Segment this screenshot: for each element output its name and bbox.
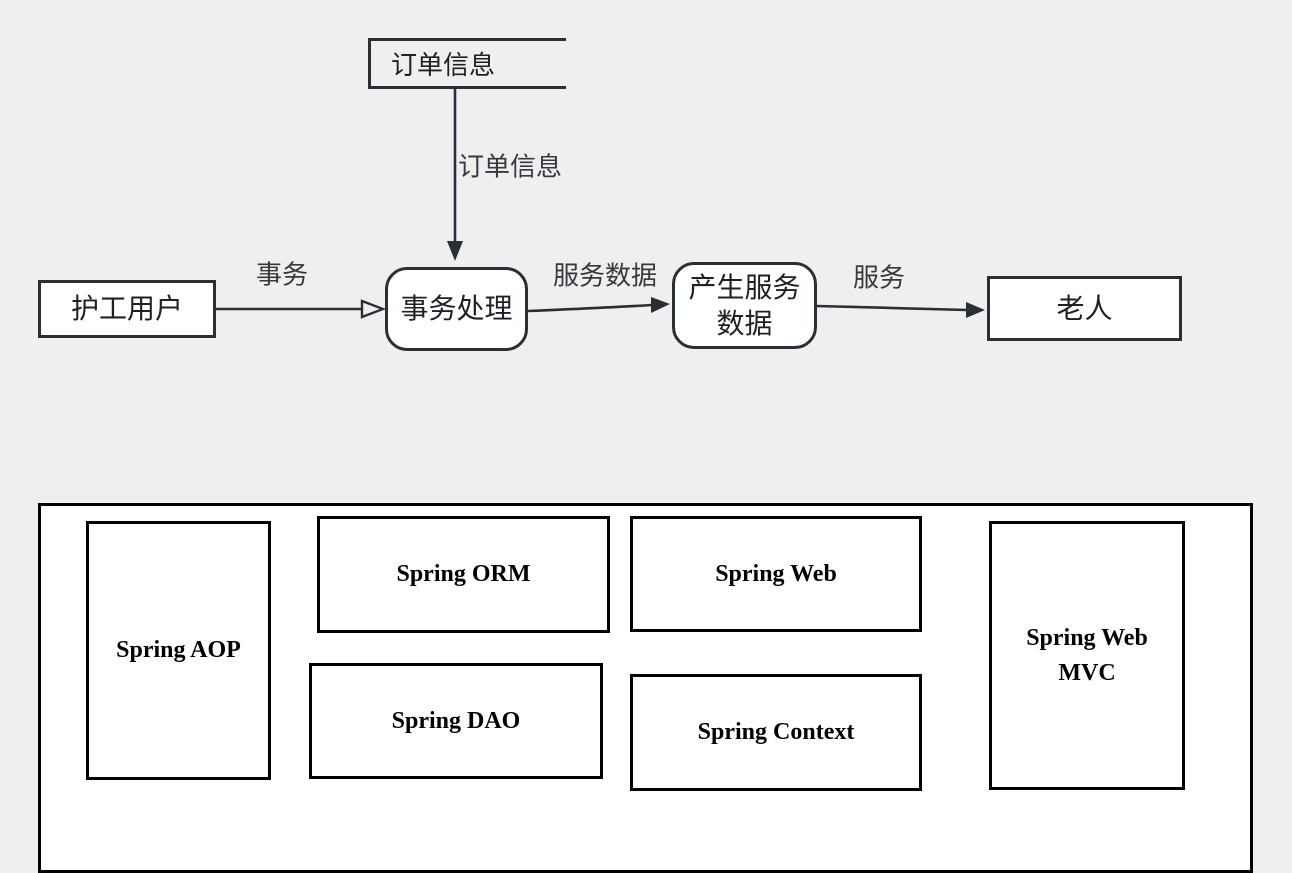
edge-transaction-arrowhead: [360, 299, 387, 319]
spring-module-context: Spring Context: [630, 674, 922, 791]
spring-framework-container: Spring AOP Spring ORM Spring Web Spring …: [38, 503, 1253, 873]
edge-label-order-info: 订单信息: [457, 151, 563, 182]
node-transaction-process: 事务处理: [385, 267, 528, 351]
spring-module-context-label: Spring Context: [697, 719, 855, 746]
edge-order-info-arrowhead: [447, 241, 463, 261]
node-generate-service-data-line2: 数据: [716, 307, 773, 339]
spring-module-dao-label: Spring DAO: [391, 707, 521, 734]
spring-module-web-mvc: Spring Web MVC: [989, 521, 1185, 790]
spring-module-dao: Spring DAO: [309, 663, 603, 779]
edge-label-service: 服务: [852, 262, 906, 293]
diagram-canvas: 订单信息 订单信息 事务 服务数据 服务 护工用户 事务处理 产生服务 数据 老…: [38, 38, 1253, 873]
edge-service-line: [816, 304, 968, 312]
spring-module-web-mvc-label: Spring Web MVC: [1026, 624, 1148, 686]
edge-service-arrowhead: [966, 302, 985, 318]
edge-label-transaction: 事务: [255, 259, 309, 290]
datastore-order-info-label: 订单信息: [391, 50, 496, 80]
node-generate-service-data-line1: 产生服务: [688, 271, 801, 303]
spring-module-orm-label: Spring ORM: [396, 561, 531, 588]
datastore-order-info: 订单信息: [368, 38, 566, 89]
edge-service-data-arrowhead: [651, 297, 670, 313]
edge-service-data-line: [527, 303, 653, 313]
node-generate-service-data: 产生服务 数据: [672, 262, 817, 349]
node-elder: 老人: [987, 276, 1182, 341]
spring-module-web-label: Spring Web: [715, 560, 837, 587]
node-transaction-process-label: 事务处理: [400, 293, 513, 325]
spring-module-web: Spring Web: [630, 516, 922, 632]
spring-module-aop-label: Spring AOP: [116, 637, 241, 664]
spring-module-orm: Spring ORM: [317, 516, 610, 633]
edge-label-service-data: 服务数据: [552, 260, 658, 291]
node-elder-label: 老人: [1056, 292, 1113, 324]
spring-module-aop: Spring AOP: [86, 521, 271, 780]
node-caregiver-user-label: 护工用户: [70, 293, 183, 325]
node-caregiver-user: 护工用户: [38, 280, 216, 338]
